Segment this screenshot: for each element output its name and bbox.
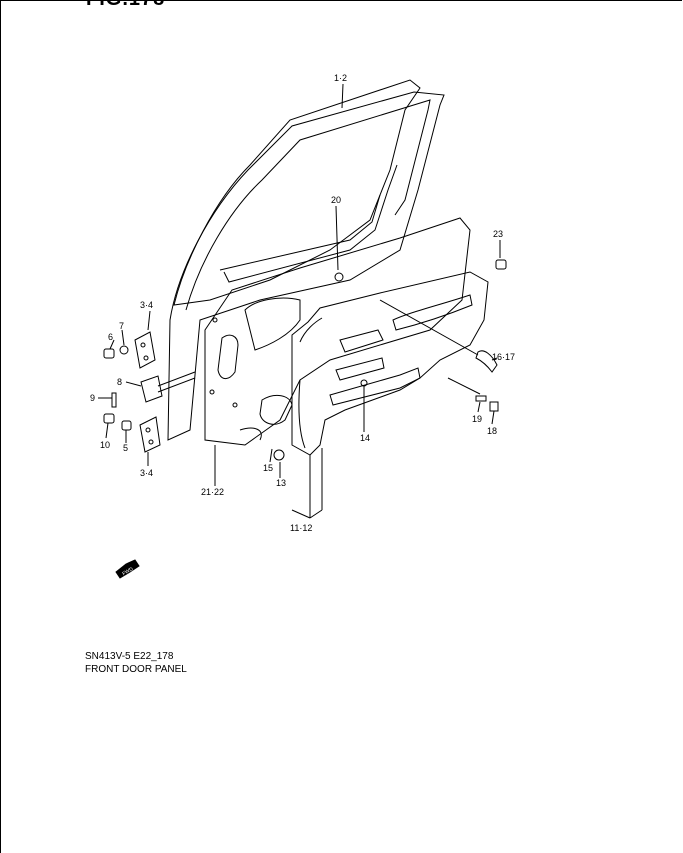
- callout-23: 23: [493, 229, 503, 239]
- figure-name: FRONT DOOR PANEL: [85, 664, 187, 675]
- figure-title: FIG.178: [86, 0, 165, 11]
- screw-19: [475, 395, 487, 402]
- callout-19: 19: [472, 414, 482, 424]
- callout-5: 5: [123, 443, 128, 453]
- hinge-bolt-6: [103, 348, 115, 359]
- fwd-arrow-label: FWD: [122, 566, 135, 577]
- door-hinge-lower: [139, 416, 161, 453]
- bolt-10: [103, 413, 115, 424]
- callout-15: 15: [263, 463, 273, 473]
- callout-11-12: 11·12: [290, 523, 312, 533]
- leader-lines: [98, 83, 501, 519]
- figure-code: SN413V-5 E22_178: [85, 651, 174, 662]
- callout-14: 14: [360, 433, 370, 443]
- callout-18: 18: [487, 426, 497, 436]
- callout-16-17: 16·17: [492, 352, 515, 362]
- clip-15: [273, 449, 285, 461]
- callout-7: 7: [119, 321, 124, 331]
- callout-9: 9: [90, 393, 95, 403]
- cap-18: [489, 401, 499, 412]
- washer-7: [119, 345, 129, 355]
- callout-13: 13: [276, 478, 286, 488]
- callout-3-4-lower: 3·4: [140, 468, 153, 478]
- callout-20: 20: [331, 195, 341, 205]
- handle-cap-16-17: [475, 350, 498, 373]
- pin-9: [111, 392, 117, 408]
- fwd-arrow-icon: [115, 559, 140, 579]
- callout-10: 10: [100, 440, 110, 450]
- callout-8: 8: [117, 377, 122, 387]
- callout-6: 6: [108, 332, 113, 342]
- door-check-arm: [140, 371, 196, 403]
- door-hinge-upper: [134, 331, 156, 369]
- callout-21-22: 21·22: [201, 487, 224, 497]
- plug-23: [495, 259, 507, 270]
- callout-3-4-upper: 3·4: [140, 300, 153, 310]
- clip-20: [334, 272, 344, 282]
- callout-1-2: 1·2: [334, 73, 347, 83]
- door-trim-panel: [291, 271, 489, 456]
- door-frame-outline: [167, 79, 445, 441]
- bolt-5: [121, 420, 132, 431]
